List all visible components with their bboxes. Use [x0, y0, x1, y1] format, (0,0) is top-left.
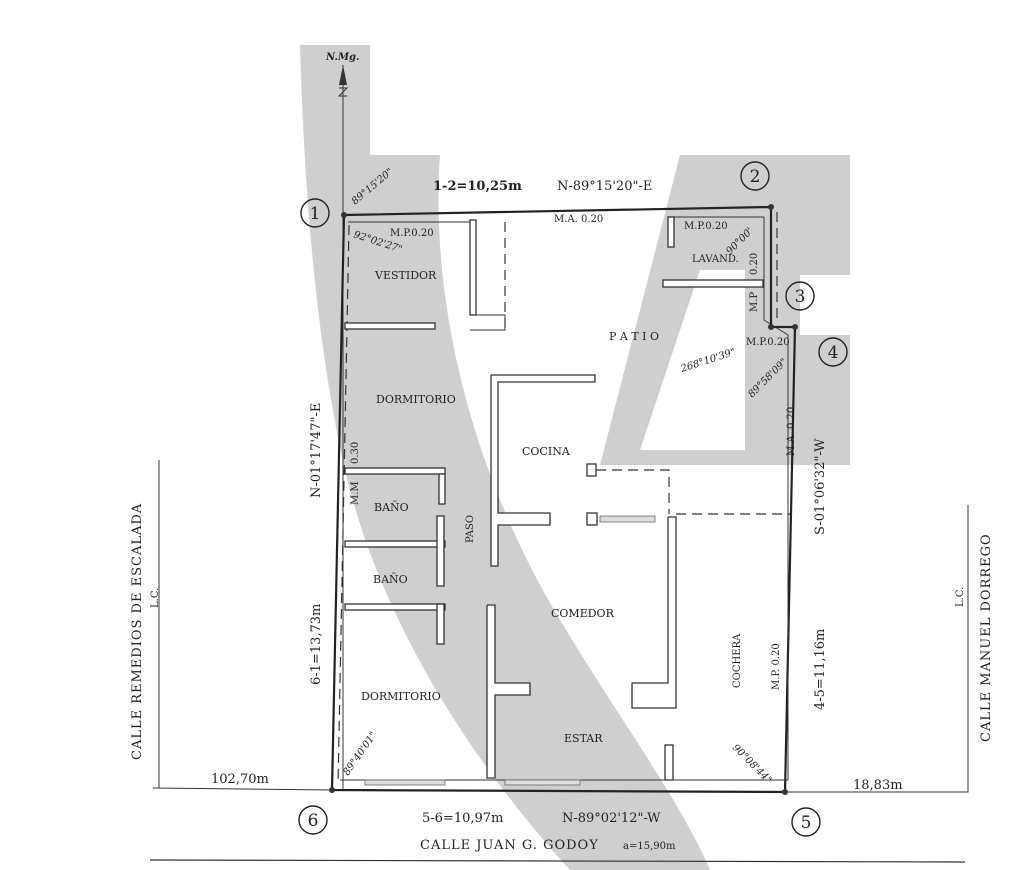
lc-right: L.C.	[955, 587, 966, 607]
lc-left: L.C.	[150, 588, 161, 608]
survey-points: 1 2 3 4 5 6	[298, 161, 848, 837]
bearing-5-6: N-89°02'12"-W	[562, 811, 661, 826]
street-bottom-width: a=15,90m	[623, 841, 676, 852]
room-bano-1: BAÑO	[374, 500, 409, 514]
wall-label: 0.30	[350, 442, 361, 464]
wall-label: M.P	[749, 292, 760, 312]
room-estar: ESTAR	[564, 732, 603, 745]
wall-labels: M.A. 0.20 M.P.0.20 M.P.0.20 0.20 M.P M.P…	[350, 214, 797, 690]
side-4-5: 4-5=11,16m	[813, 629, 828, 710]
wall-label: M.M	[350, 481, 361, 505]
point-2: 2	[740, 161, 770, 191]
svg-text:5: 5	[801, 813, 812, 833]
room-labels: VESTIDOR LAVAND. P A T I O DORMITORIO CO…	[361, 254, 743, 745]
wall-label: M.A. 0.20	[554, 214, 603, 225]
street-left: CALLE REMEDIOS DE ESCALADA	[130, 503, 145, 760]
bearing-6-1: N-01°17'47"-E	[309, 403, 324, 498]
street-lines	[149, 460, 969, 863]
distance-left: 102,70m	[211, 772, 269, 787]
wall-label: M.P.0.20	[684, 221, 728, 232]
room-dormitorio-2: DORMITORIO	[361, 690, 441, 703]
wall-label: M.A. 0.20	[786, 407, 797, 456]
room-cocina: COCINA	[522, 445, 571, 458]
distance-right: 18,83m	[853, 778, 903, 793]
room-paso: PASO	[465, 515, 476, 543]
bearing-4-5: S-01°06'32"-W	[813, 438, 828, 535]
side-dimensions: 1-2=10,25m N-89°15'20"-E 5-6=10,97m N-89…	[309, 179, 828, 826]
svg-text:1: 1	[310, 204, 321, 224]
north-arrow: N.Mg.	[325, 52, 360, 790]
point-6: 6	[298, 805, 328, 835]
lot-boundary	[329, 204, 798, 795]
svg-text:2: 2	[750, 167, 761, 187]
street-bottom: CALLE JUAN G. GODOY	[420, 838, 599, 853]
point-4: 4	[818, 337, 848, 367]
wall-label: M.P.0.20	[390, 228, 434, 239]
room-patio: P A T I O	[609, 330, 659, 343]
street-labels: CALLE REMEDIOS DE ESCALADA CALLE MANUEL …	[130, 503, 994, 853]
side-5-6: 5-6=10,97m	[422, 811, 503, 826]
point-5: 5	[791, 807, 821, 837]
point-3: 3	[785, 281, 815, 311]
angle-5: 90°08'44"	[730, 742, 774, 786]
side-6-1: 6-1=13,73m	[309, 604, 324, 685]
angle-6: 89°40'01"	[341, 730, 379, 778]
svg-text:6: 6	[308, 811, 319, 831]
room-dormitorio-1: DORMITORIO	[376, 393, 456, 406]
room-vestidor: VESTIDOR	[374, 269, 437, 282]
wall-label: 0.20	[749, 253, 760, 275]
wall-label: M.P.0.20	[746, 337, 790, 348]
svg-text:3: 3	[795, 287, 806, 307]
room-lavanderia: LAVAND.	[692, 254, 739, 265]
point-1: 1	[300, 198, 330, 228]
street-right: CALLE MANUEL DORREGO	[979, 533, 994, 742]
wall-label: M.P. 0.20	[771, 643, 782, 690]
room-bano-2: BAÑO	[373, 572, 408, 586]
svg-text:4: 4	[828, 343, 839, 363]
room-comedor: COMEDOR	[551, 607, 615, 620]
north-label: N.Mg.	[325, 52, 360, 63]
interior-walls	[340, 216, 790, 786]
side-1-2: 1-2=10,25m	[433, 179, 522, 194]
room-cochera: COCHERA	[732, 633, 743, 688]
bearing-1-2: N-89°15'20"-E	[557, 179, 652, 194]
